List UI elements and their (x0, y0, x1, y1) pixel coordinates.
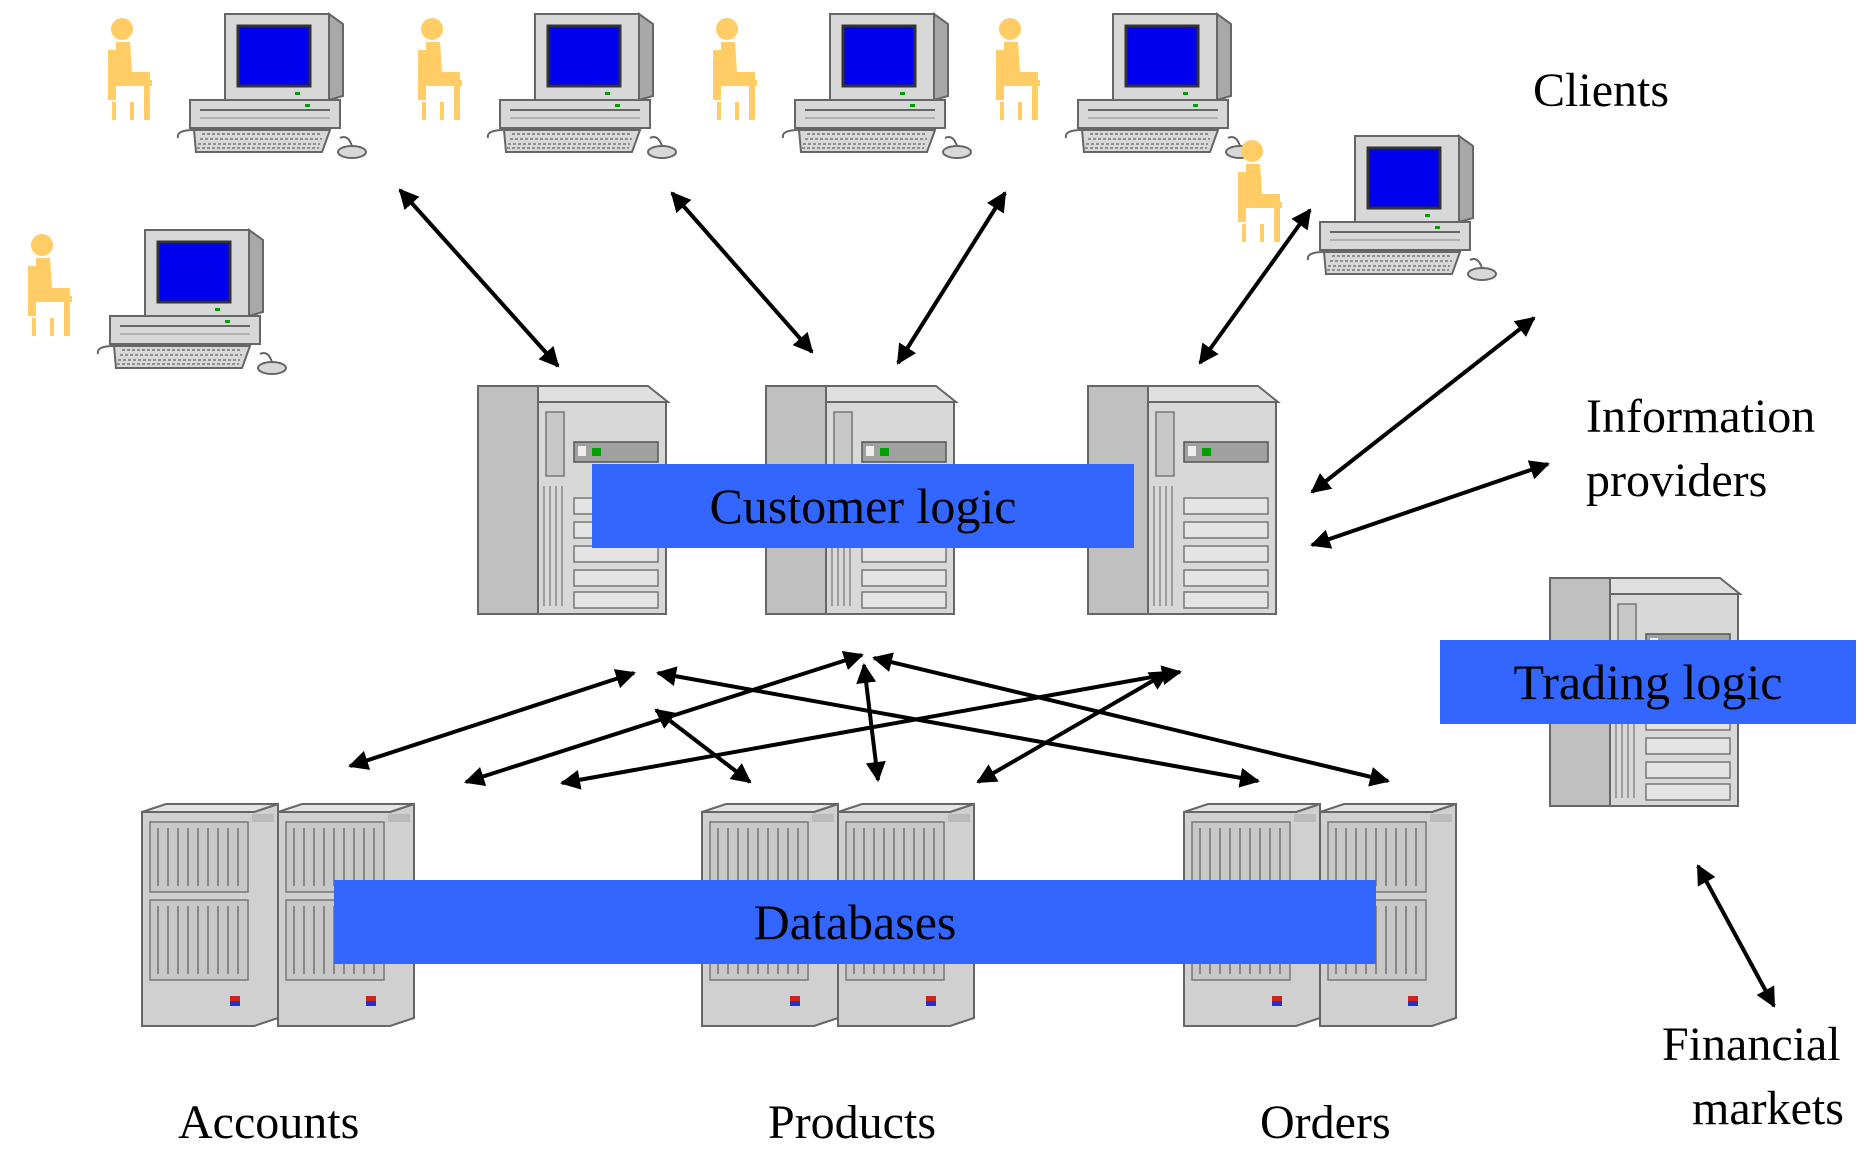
client-workstation-icon (711, 12, 973, 160)
databases-label: Databases (753, 894, 957, 950)
trading-markets-arrow (1696, 864, 1776, 1008)
client-server-arrows (398, 188, 1550, 549)
trading-logic-label: Trading logic (1513, 654, 1783, 710)
customer-logic-band: Customer logic (592, 464, 1134, 548)
information-providers-label-line1: Information (1586, 390, 1816, 443)
client-workstation-icon (994, 12, 1256, 160)
databases-band: Databases (334, 880, 1376, 964)
client-workstation-icon (106, 12, 368, 160)
financial-markets-label-line1: Financial (1662, 1018, 1841, 1071)
orders-label: Orders (1260, 1096, 1391, 1149)
products-label: Products (768, 1096, 936, 1149)
financial-markets-label-line2: markets (1692, 1082, 1844, 1135)
server-database-arrows (348, 650, 1390, 790)
clients-label: Clients (1533, 64, 1670, 117)
client-workstation-icon (26, 228, 288, 376)
trading-logic-band: Trading logic (1440, 640, 1856, 724)
accounts-label: Accounts (178, 1096, 360, 1149)
customer-logic-label: Customer logic (709, 478, 1017, 534)
information-providers-label-line2: providers (1586, 454, 1768, 507)
client-workstation-icon (416, 12, 678, 160)
